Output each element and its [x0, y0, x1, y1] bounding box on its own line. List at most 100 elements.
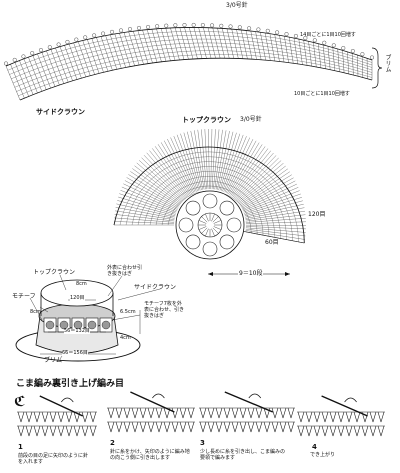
top-crown-stitch-column [116, 203, 175, 218]
top-crown-stitch-column [243, 190, 300, 213]
width-label: 9＝10段 [238, 270, 264, 277]
technique-stitch [147, 421, 155, 433]
top-crown-stitch-column [244, 200, 303, 217]
top-crown-stitch-column [222, 134, 244, 192]
top-crown-stitch-column [143, 155, 186, 199]
dim-66: 66＝156目 [62, 350, 88, 356]
arrow-guide [152, 393, 165, 399]
side-crown-row-line [12, 42, 373, 84]
top-crown-stitch-column [245, 221, 306, 224]
technique-stitch [17, 411, 25, 423]
picot-loop [38, 48, 43, 53]
technique-stitch [207, 421, 215, 433]
brim-bracket [371, 47, 383, 89]
top-crown-stitch-column [238, 165, 286, 203]
top-crown-stitch-column [221, 133, 240, 191]
technique-stitch [81, 425, 89, 437]
hat-brim-label: ブリム [44, 357, 63, 364]
motif-petal [202, 193, 218, 209]
top-crown-chart [113, 129, 306, 244]
hat-motif-flower [87, 320, 97, 330]
top-crown-stitch-column [219, 132, 237, 191]
picot-loop [3, 61, 8, 66]
crochet-hook [321, 395, 368, 417]
top-crown-stitch-column [120, 190, 177, 213]
note-align-slipstitch: 外表に合わせ引き抜きはぎ [107, 265, 143, 277]
crochet-hook [224, 391, 274, 413]
motif-spoke [213, 220, 222, 224]
motif-spoke [205, 228, 209, 237]
step-2-number: 2 [110, 439, 115, 447]
motif-petal [219, 234, 235, 250]
technique-stitch [263, 421, 271, 433]
technique-stitch [255, 421, 263, 433]
technique-stitch [215, 421, 223, 433]
technique-stitch [115, 421, 123, 433]
technique-stitch [65, 425, 73, 437]
motif-row [43, 317, 113, 333]
top-crown-stitch-column [119, 193, 177, 214]
step-4-text: でき上がり [310, 452, 336, 458]
side-crown-row-line [18, 54, 373, 96]
motif-outer [175, 190, 245, 260]
technique-stitch [49, 425, 57, 437]
technique-stitch [147, 407, 155, 419]
motif-spoke [211, 228, 215, 237]
picot-loop [182, 23, 187, 28]
picot-loop [146, 25, 151, 30]
technique-stitch [321, 411, 329, 423]
technique-stitch [107, 421, 115, 433]
top-crown-stitch-column [223, 136, 247, 192]
increase-note-bottom: 10目ごとに1目10回増す [294, 91, 350, 97]
motif-petal [185, 234, 201, 250]
technique-stitch [81, 411, 89, 423]
technique-stitch [17, 425, 25, 437]
picot-loop [312, 38, 317, 43]
top-crown-stitch-column [239, 168, 288, 205]
arrow-guide [248, 393, 262, 399]
top-crown-stitch-column [241, 177, 294, 208]
picot-loop [74, 37, 79, 42]
technique-stitch [33, 411, 41, 423]
hat-side-crown-label: サイドクラウン [134, 284, 177, 291]
picot-loop [65, 39, 70, 44]
picot-loop [164, 23, 169, 28]
picot-loop [210, 23, 215, 28]
motif-petal [178, 217, 194, 233]
dim-8cm-side: 8cm [30, 309, 41, 315]
technique-stitch [207, 407, 215, 419]
technique-stitch [89, 425, 97, 437]
technique-stitch [171, 421, 179, 433]
picot-loop [21, 54, 26, 59]
step-4-number: 4 [312, 443, 317, 451]
hat-top-crown-label: トップクラウン [33, 269, 76, 276]
top-crown-stitch-column [245, 218, 306, 223]
step-1-number: 1 [18, 443, 23, 451]
top-crown-stitch-column [176, 134, 198, 192]
side-crown-row-line [11, 38, 373, 79]
technique-stitch [155, 421, 163, 433]
picot-loop [303, 36, 308, 41]
technique-stitch [25, 411, 33, 423]
technique-stitch [231, 407, 239, 419]
top-crown-stitch-column [244, 193, 301, 214]
dim-120: 120目 [70, 295, 85, 301]
technique-stitch [179, 407, 187, 419]
top-crown-stitch-column [183, 132, 201, 191]
technique-stitch [187, 407, 195, 419]
top-crown-stitch-column [123, 183, 178, 210]
dim-6-5cm: 6.5cm [120, 309, 136, 315]
technique-stitch [297, 411, 305, 423]
picot-loop [219, 23, 224, 28]
technique-stitch [345, 425, 353, 437]
top-crown-stitch-column [128, 174, 180, 207]
hat-motif-flower [45, 320, 55, 330]
technique-stitch [41, 411, 49, 423]
side-crown-row-line [9, 35, 373, 75]
technique-stitch [215, 407, 223, 419]
top-crown-stitch-column [245, 230, 305, 240]
side-crown-row-line [14, 46, 373, 88]
top-crown-stitch-column [225, 139, 254, 193]
technique-stitch [107, 407, 115, 419]
